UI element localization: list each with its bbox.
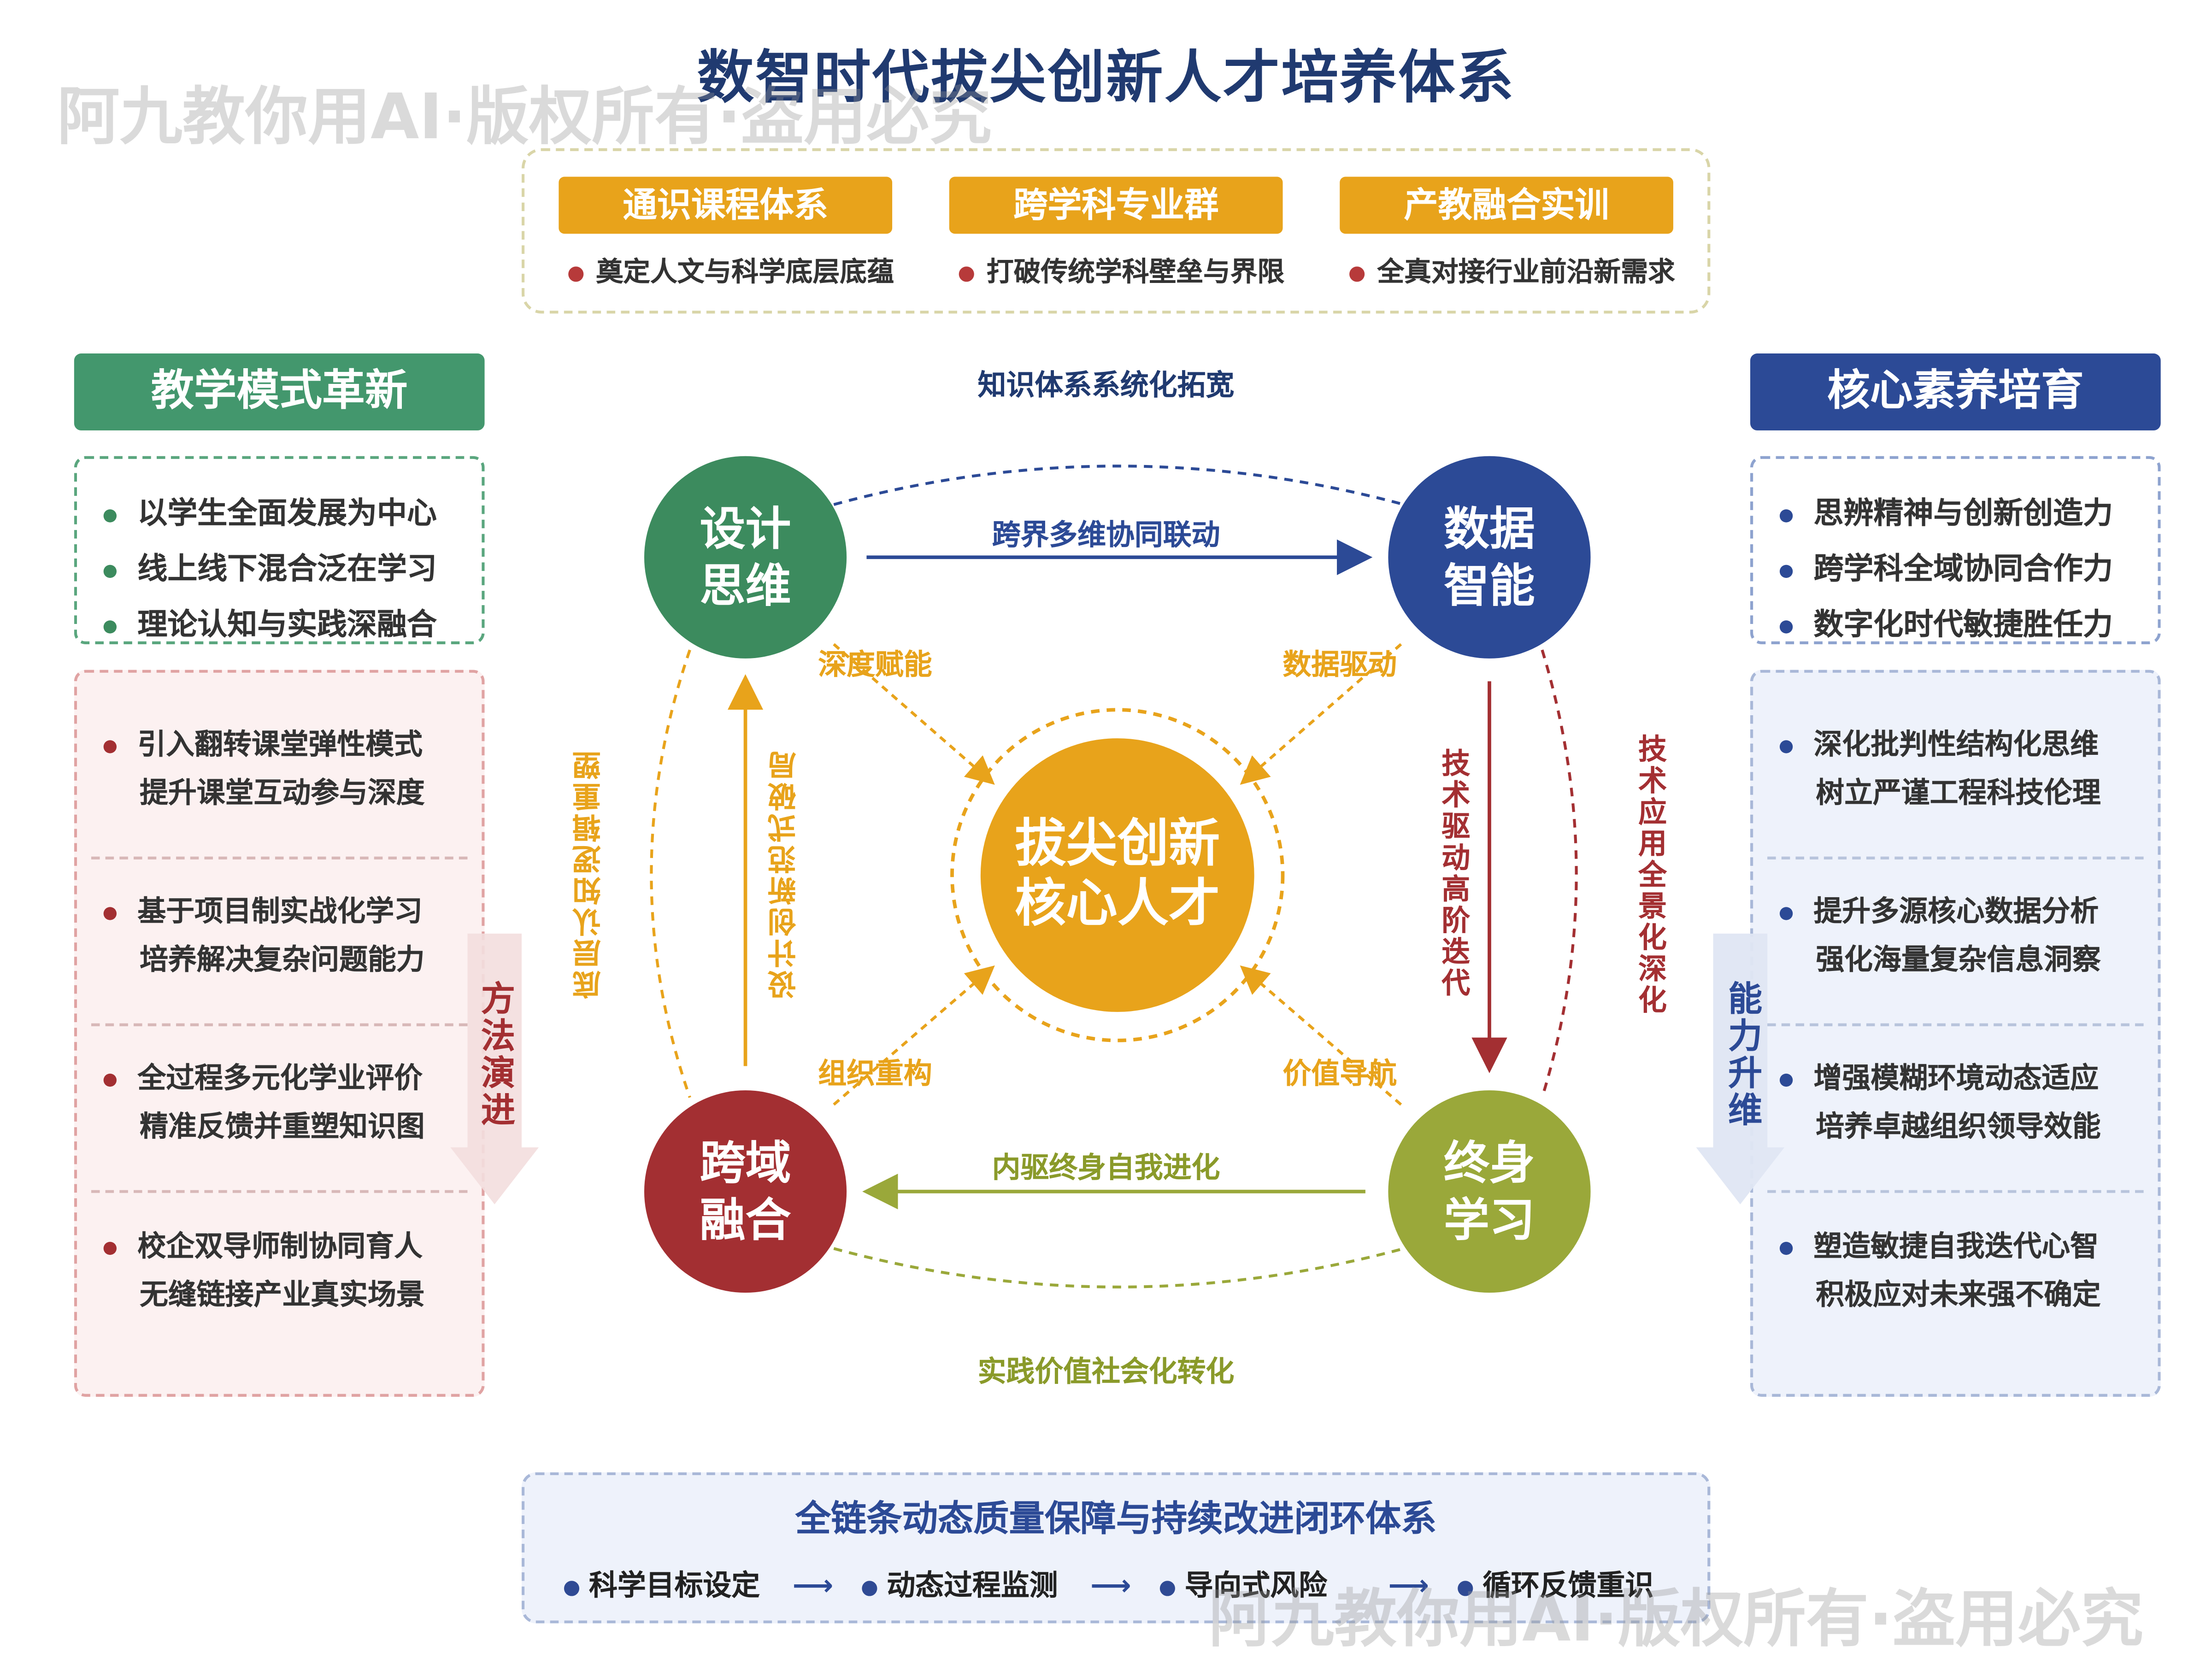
left-item: ●以学生全面发展为中心	[102, 496, 437, 530]
left-arrow-label: 方法演进	[474, 980, 515, 1129]
left-down-arrow	[450, 933, 539, 1205]
left-item: ●理论认知与实践深融合	[102, 607, 437, 641]
divider	[91, 1023, 468, 1026]
left-header: 教学模式革新	[74, 353, 485, 431]
divider	[91, 1190, 468, 1193]
right-down-arrow	[1696, 933, 1785, 1205]
diag-label-bl: 组织重构	[818, 1056, 932, 1090]
outer-label-right: 技术应用全景化深化	[1633, 734, 1668, 1017]
node-cross-domain: 跨域融合	[644, 1090, 847, 1293]
left-item: ●线上线下混合泛在学习	[102, 551, 437, 586]
node-design-thinking: 设计思维	[644, 456, 847, 659]
divider	[1767, 1190, 2144, 1193]
right-item: ●跨学科全域协同合作力	[1778, 551, 2113, 586]
divider	[1767, 856, 2144, 859]
pillar-desc: ●奠定人文与科学底层底蕴	[567, 256, 894, 288]
quality-title: 全链条动态质量保障与持续改进闭环体系	[795, 1498, 1437, 1540]
edge-label-left: 设计创新范式破局	[766, 748, 801, 1000]
right-item: ●数字化时代敏捷胜任力	[1778, 607, 2113, 641]
process-step: ●导向式风险	[1159, 1568, 1328, 1602]
diag-label-br: 价值导航	[1282, 1056, 1397, 1090]
diag-label-tl: 深度赋能	[818, 647, 932, 682]
edge-label-right: 技术驱动高阶迭代	[1436, 748, 1471, 1000]
pillar-desc: ●打破传统学科壁垒与界限	[958, 256, 1285, 288]
right-arrow-label: 能力升维	[1722, 980, 1762, 1129]
left-card: ●引入翻转课堂弹性模式提升课堂互动参与深度	[102, 727, 425, 810]
diag-label-tr: 数据驱动	[1282, 647, 1397, 682]
pillar-cross-discipline: 跨学科专业群	[949, 176, 1283, 234]
right-header: 核心素养培育	[1750, 353, 2161, 431]
right-cards-box	[1750, 670, 2161, 1397]
watermark-bottom: 阿九教你用AI·版权所有·盗用必究	[1208, 1583, 2144, 1656]
outer-label-left: 底层认知逻辑重塑	[571, 748, 606, 1000]
right-card: ●增强模糊环境动态适应培养卓越组织领导效能	[1778, 1060, 2101, 1143]
arrow-right-icon: ⟶	[792, 1568, 834, 1602]
left-cards-box	[74, 670, 485, 1397]
arrow-right-icon: ⟶	[1388, 1568, 1430, 1602]
pillar-industry-training: 产教融合实训	[1340, 176, 1673, 234]
left-card: ●校企双导师制协同育人无缝链接产业真实场景	[102, 1228, 425, 1312]
page-title: 数智时代拔尖创新人才培养体系	[697, 45, 1515, 112]
left-card: ●基于项目制实战化学习培养解决复杂问题能力	[102, 894, 425, 977]
process-step: ●科学目标设定	[563, 1568, 760, 1602]
divider	[1767, 1023, 2144, 1026]
pillar-desc: ●全真对接行业前沿新需求	[1348, 256, 1675, 288]
right-card: ●深化批判性结构化思维树立严谨工程科技伦理	[1778, 727, 2101, 810]
process-step: ●动态过程监测	[861, 1568, 1058, 1602]
divider	[91, 856, 468, 859]
top-pillars-box	[521, 148, 1711, 314]
edge-label-bottom: 内驱终身自我进化	[992, 1150, 1220, 1185]
node-lifelong-learning: 终身学习	[1388, 1090, 1591, 1293]
outer-label-bottom: 实践价值社会化转化	[977, 1354, 1235, 1388]
node-data-intelligence: 数据智能	[1388, 456, 1591, 659]
right-card: ●提升多源核心数据分析强化海量复杂信息洞察	[1778, 894, 2101, 977]
pillar-general-courses: 通识课程体系	[559, 176, 893, 234]
arrow-right-icon: ⟶	[1090, 1568, 1131, 1602]
quality-assurance-box	[521, 1472, 1711, 1624]
left-card: ●全过程多元化学业评价精准反馈并重塑知识图	[102, 1060, 425, 1143]
watermark-top: 阿九教你用AI·版权所有·盗用必究	[57, 81, 992, 154]
process-step: ●循环反馈重识	[1456, 1568, 1654, 1602]
core-talent-circle: 拔尖创新核心人才	[980, 738, 1254, 1012]
outer-label-top: 知识体系系统化拓宽	[977, 367, 1235, 402]
right-item: ●思辨精神与创新创造力	[1778, 496, 2113, 530]
right-card: ●塑造敏捷自我迭代心智积极应对未来强不确定	[1778, 1228, 2101, 1312]
edge-label-top: 跨界多维协同联动	[992, 517, 1220, 552]
right-items-box	[1750, 456, 2161, 644]
left-items-box	[74, 456, 485, 644]
